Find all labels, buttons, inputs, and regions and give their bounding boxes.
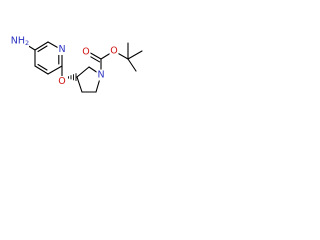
bond-c4-c5 <box>34 65 49 75</box>
bond-c2-c3 <box>34 41 49 51</box>
atom-label-pyrrolidine-n: N <box>96 69 106 81</box>
bond-c4-c5-inner <box>37 63 48 71</box>
stereo-hash-bond <box>68 73 77 81</box>
pyridine-n-text: N <box>58 44 65 55</box>
molecule-structure-diagram: NH2 N O N O O <box>11 35 143 93</box>
amine-nh-text: NH <box>11 35 25 46</box>
bond-c2-c3-inner <box>37 45 48 53</box>
atom-label-ether-o: O <box>57 76 67 87</box>
atom-label-carbonyl-o: O <box>81 46 91 58</box>
bond-c4-c3 <box>76 76 83 93</box>
amine-subscript-text: 2 <box>25 39 29 47</box>
ester-o-text: O <box>110 46 117 57</box>
ether-o-text: O <box>58 76 65 87</box>
carbonyl-o-text: O <box>82 47 89 58</box>
atom-label-amine: NH2 <box>11 35 29 47</box>
amine-label: NH2 <box>11 35 29 47</box>
bond-c3-c2 <box>76 66 90 78</box>
bond-quaternary-c-methyl-right <box>127 50 143 60</box>
pyrrolidine-n-text: N <box>97 70 104 81</box>
bond-c5-c6 <box>47 65 63 75</box>
atom-label-pyridine-n: N <box>57 44 67 55</box>
bond-quaternary-c-methyl-bottom <box>127 58 137 72</box>
atom-label-ester-o: O <box>109 45 119 57</box>
